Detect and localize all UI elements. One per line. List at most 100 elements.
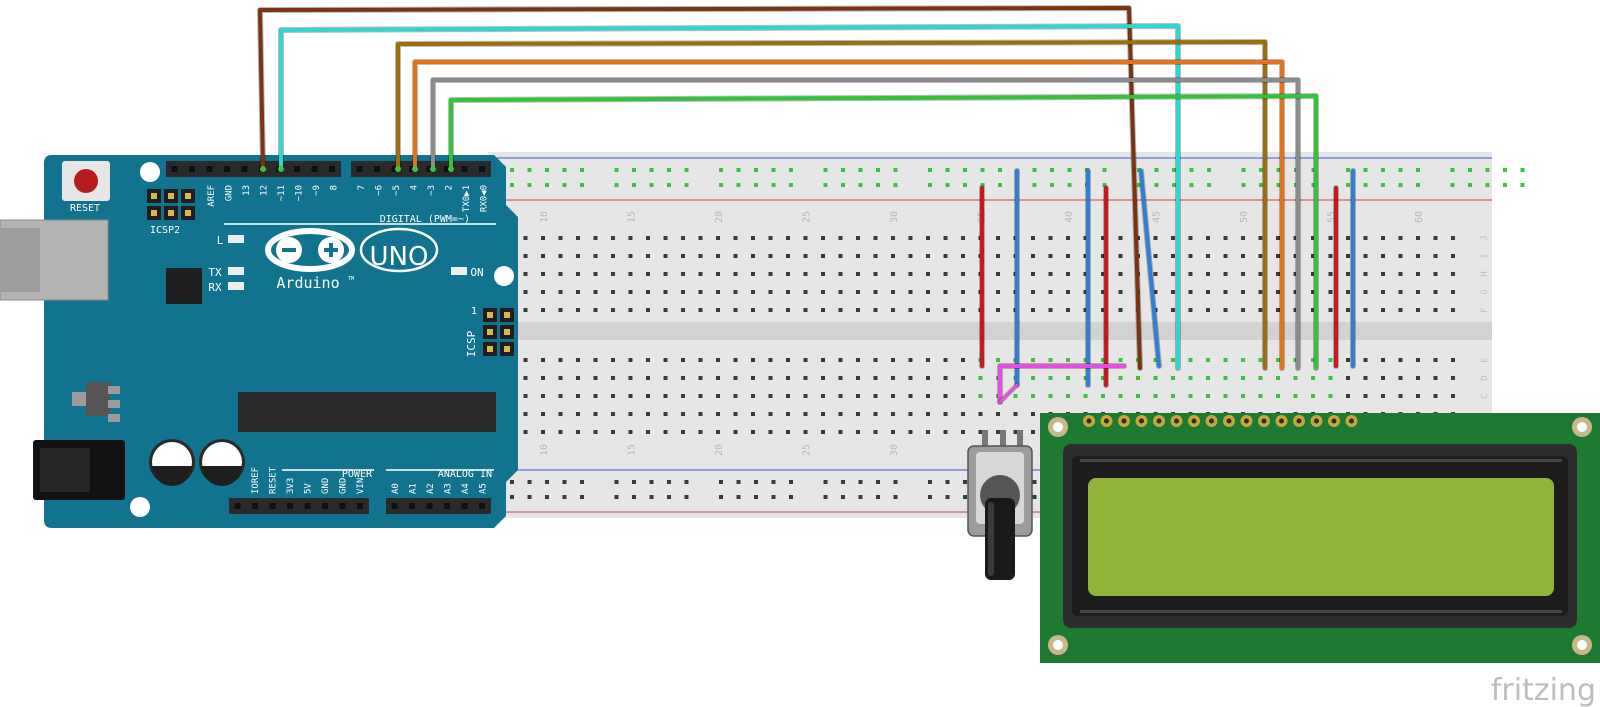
breadboard-hole — [1416, 254, 1420, 258]
breadboard-hole — [523, 412, 528, 416]
wire-pin5-ochre — [396, 40, 1267, 370]
breadboard-hole — [611, 290, 615, 294]
breadboard-hole — [838, 412, 843, 416]
rail-hole — [1398, 168, 1403, 172]
breadboard-hole — [943, 254, 948, 258]
breadboard-hole — [768, 412, 773, 416]
breadboard-hole — [1241, 308, 1245, 312]
breadboard-hole — [996, 290, 1000, 294]
breadboard-hole — [873, 308, 878, 312]
breadboard-hole — [821, 272, 825, 276]
breadboard-hole — [1398, 272, 1403, 276]
breadboard-hole — [1381, 290, 1385, 294]
breadboard-hole — [838, 376, 843, 380]
breadboard-hole — [663, 394, 668, 398]
digital-pin-label: 2 — [445, 185, 455, 190]
power-label: POWER — [342, 469, 373, 480]
pot-leg — [1017, 430, 1023, 452]
rail-hole — [1416, 183, 1420, 187]
breadboard-hole — [523, 308, 528, 312]
breadboard-hole — [681, 254, 685, 258]
rail-hole — [771, 495, 776, 499]
rail-hole — [998, 183, 1002, 187]
rail-hole — [841, 168, 845, 172]
breadboard-hole — [838, 272, 843, 276]
breadboard-hole — [1223, 236, 1228, 240]
breadboard-jumpers — [979, 168, 1356, 405]
rail-hole — [580, 168, 584, 172]
breadboard-hole — [558, 290, 563, 294]
breadboard-hole — [646, 412, 650, 416]
breadboard-hole — [1398, 376, 1403, 380]
rail-hole — [876, 495, 880, 499]
icsp2-pin-gold — [151, 193, 157, 199]
rail-hole — [1259, 183, 1263, 187]
breadboard-hole — [1328, 308, 1333, 312]
icsp-pin-gold — [504, 346, 510, 352]
breadboard-hole — [733, 430, 738, 434]
breadboard-hole — [751, 358, 755, 362]
breadboard-hole — [891, 412, 895, 416]
breadboard-hole — [663, 376, 668, 380]
lcd-mount-hole-center — [1577, 640, 1587, 650]
breadboard-hole — [873, 358, 878, 362]
breadboard-hole — [1398, 358, 1403, 362]
breadboard-hole — [1328, 358, 1333, 362]
breadboard-hole — [646, 394, 650, 398]
breadboard-hole — [996, 430, 1000, 434]
breadboard-hole — [786, 236, 790, 240]
breadboard-hole — [1223, 358, 1228, 362]
lcd-pin-hole — [1261, 418, 1267, 424]
breadboard-hole — [681, 358, 685, 362]
arduino-logo-plus-v — [329, 243, 333, 257]
breadboard-hole — [856, 308, 860, 312]
rail-hole — [719, 168, 723, 172]
rail-hole — [649, 168, 654, 172]
analog-label: ANALOG IN — [438, 469, 492, 480]
breadboard-hole — [1258, 394, 1263, 398]
breadboard-hole — [1101, 308, 1105, 312]
arduino-lcd-wires — [257, 5, 1319, 371]
rail-hole — [771, 480, 776, 484]
icsp2-pin-gold — [151, 210, 157, 216]
digital-header-right-pin — [426, 166, 433, 172]
breadboard-hole — [943, 430, 948, 434]
breadboard-hole — [576, 412, 580, 416]
rail-hole — [858, 480, 863, 484]
breadboard-hole — [1433, 376, 1438, 380]
lcd-screen — [1088, 478, 1554, 596]
breadboard-hole — [681, 430, 685, 434]
breadboard-hole — [611, 308, 615, 312]
column-number-top: 20 — [714, 211, 725, 223]
breadboard-hole — [1276, 236, 1280, 240]
breadboard-hole — [716, 254, 720, 258]
breadboard-hole — [1188, 394, 1193, 398]
breadboard-hole — [1258, 376, 1263, 380]
row-letter: F — [1480, 307, 1490, 312]
arduino-mount-hole — [130, 497, 150, 517]
breadboard-hole — [961, 254, 965, 258]
breadboard-hole — [1328, 376, 1333, 380]
breadboard-hole — [1083, 376, 1088, 380]
breadboard-hole — [611, 376, 615, 380]
breadboard-hole — [558, 272, 563, 276]
breadboard-hole — [628, 272, 633, 276]
breadboard-hole — [716, 358, 720, 362]
rail-hole — [545, 480, 549, 484]
breadboard-hole — [943, 290, 948, 294]
breadboard-hole — [1206, 290, 1210, 294]
breadboard-hole — [891, 376, 895, 380]
breadboard-hole — [611, 236, 615, 240]
digital-header-left-pin — [294, 166, 300, 172]
rail-hole — [684, 168, 689, 172]
breadboard-hole — [856, 236, 860, 240]
breadboard-hole — [611, 254, 615, 258]
breadboard-hole — [1031, 308, 1035, 312]
breadboard-hole — [1206, 254, 1210, 258]
breadboard-hole — [891, 308, 895, 312]
breadboard-hole — [1258, 254, 1263, 258]
breadboard-hole — [541, 358, 545, 362]
breadboard-hole — [1136, 376, 1140, 380]
breadboard-hole — [873, 394, 878, 398]
breadboard-hole — [926, 254, 930, 258]
